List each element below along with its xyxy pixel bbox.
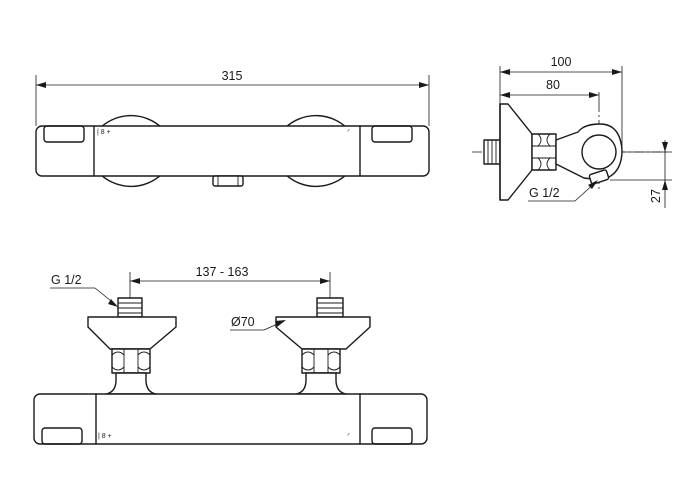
side-rosette [499,103,533,201]
right-connector [275,297,371,395]
right-thread [316,297,344,318]
front-body [33,393,428,445]
left-rosette-bottom [97,171,163,188]
top-outlet [212,175,244,187]
side-outlet [588,169,610,185]
dim-overall-length: 315 [222,69,243,83]
side-hex-nut [531,133,557,171]
left-elbow [105,372,157,395]
right-rosette-front [275,316,371,350]
right-elbow [295,372,347,395]
left-rosette-top [97,114,163,131]
top-view: | 8 + ᐟ 315 [35,69,430,188]
left-connector [87,297,177,395]
right-rosette-bottom [284,171,350,188]
top-temp-marking: | 8 + [97,129,111,136]
front-left-grip [41,427,83,445]
top-left-grip [43,125,85,143]
top-right-tick: ᐟ [347,129,350,136]
label-rosette-diameter: Ø70 [231,315,255,329]
top-right-grip [371,125,413,143]
label-front-thread: G 1/2 [51,273,82,287]
right-hex-nut [301,348,341,374]
top-body [35,125,430,177]
side-body-circle [581,134,617,170]
dim-depth-body: 80 [546,78,560,92]
side-body [555,123,623,181]
left-rosette-front [87,316,177,350]
dim-offset-height: 27 [649,189,663,203]
front-temp-marking: | 8 + [98,433,112,440]
front-view: | 8 + ᐟ 137 - 163 G 1/2 Ø70 [33,265,428,445]
side-view: 100 80 27 G 1/2 [472,55,672,208]
right-rosette-top [284,114,350,131]
front-right-tick: ᐟ [347,433,350,440]
label-side-thread: G 1/2 [529,186,560,200]
left-thread [117,297,143,318]
dim-center-distance: 137 - 163 [196,265,249,279]
left-hex-nut [111,348,151,374]
front-right-grip [371,427,413,445]
dim-depth-total: 100 [551,55,572,69]
